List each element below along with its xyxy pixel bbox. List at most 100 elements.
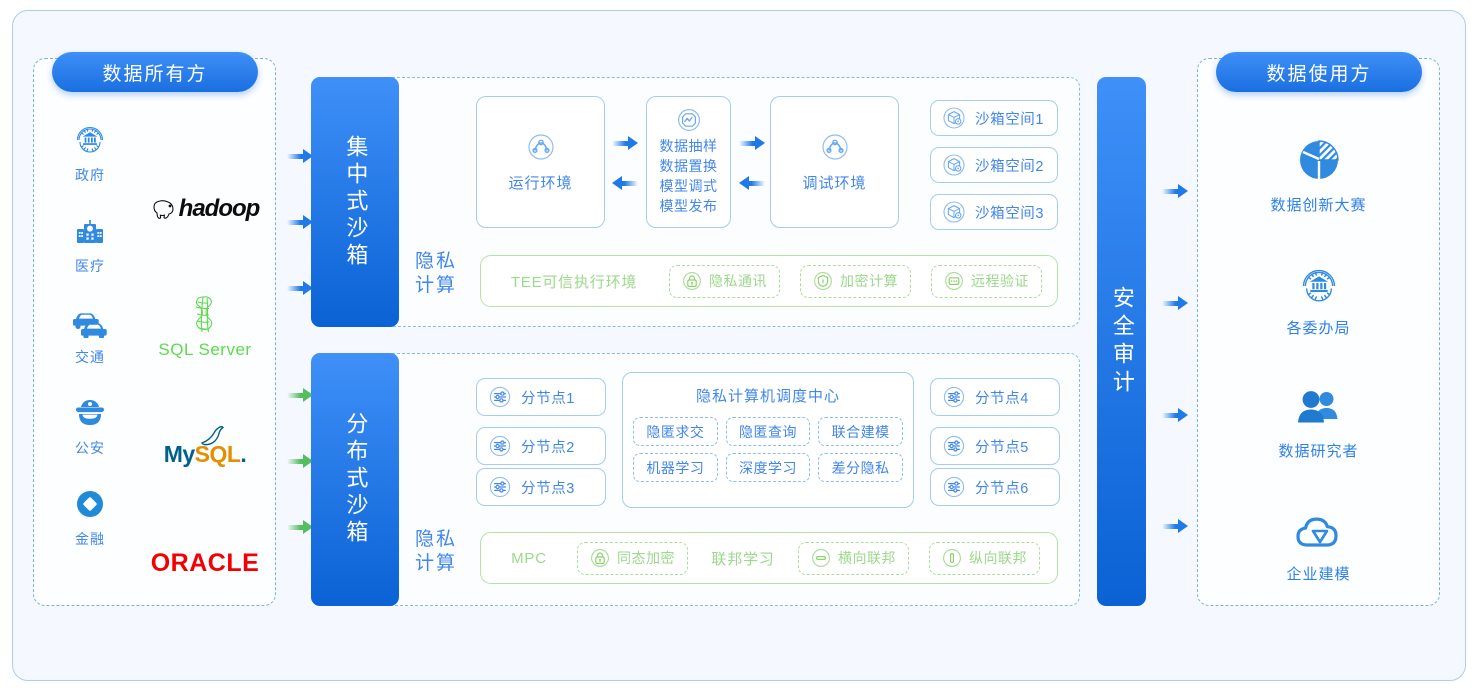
node-label: 分节点2 <box>521 439 575 456</box>
sqlserver-logo: SQL Server <box>145 268 265 386</box>
arrow-owner-to-central-1 <box>287 149 313 163</box>
lock-icon <box>682 271 702 291</box>
capability-cell[interactable]: 隐匿查询 <box>725 417 811 446</box>
government-icon <box>73 120 107 160</box>
data-source-label: 政府 <box>75 167 105 183</box>
data-user-label: 企业建模 <box>1286 566 1351 583</box>
data-user-title: 数据使用方 <box>1216 52 1422 92</box>
centralized-sandbox-label: 集中式沙箱 <box>343 134 369 270</box>
security-audit-bar[interactable]: 安全审计 <box>1097 77 1146 606</box>
privacy-chip-vertical-federation[interactable]: 纵向联邦 <box>929 541 1040 575</box>
scheduling-capabilities: 隐匿求交 隐匿查询 联合建模 机器学习 深度学习 差分隐私 <box>623 417 913 482</box>
ops-line-1: 数据抽样 <box>659 138 718 155</box>
capability-cell[interactable]: 机器学习 <box>633 453 718 482</box>
data-source-list: 政府 <box>55 120 125 575</box>
government-icon <box>1298 251 1340 307</box>
data-user-label: 数据创新大赛 <box>1270 197 1367 214</box>
distributed-node-3[interactable]: 分节点3 <box>476 468 606 506</box>
distributed-sandbox-label: 分布式沙箱 <box>343 412 369 547</box>
ops-line-2: 数据置换 <box>659 158 718 175</box>
data-user-researchers[interactable]: 数据研究者 <box>1197 356 1440 479</box>
data-source-traffic[interactable]: 交通 <box>55 302 125 393</box>
data-source-medical[interactable]: 医疗 <box>55 211 125 302</box>
cube-gear-icon <box>942 106 966 130</box>
data-user-government-bureaus[interactable]: 各委办局 <box>1197 233 1440 356</box>
arrow-audit-to-user-4 <box>1162 519 1188 533</box>
hadoop-text: hadoop <box>178 195 261 222</box>
data-source-label: 公安 <box>75 440 105 456</box>
oracle-logo: ORACLE <box>145 504 265 622</box>
sliders-icon <box>942 475 966 499</box>
node-label: 分节点6 <box>975 480 1029 497</box>
capability-cell[interactable]: 差分隐私 <box>818 453 903 482</box>
distributed-sandbox-bar[interactable]: 分布式沙箱 <box>311 353 399 606</box>
data-source-police[interactable]: 公安 <box>55 393 125 484</box>
privacy-chip-homomorphic[interactable]: 同态加密 <box>577 541 688 575</box>
sliders-icon <box>942 385 966 409</box>
node-label: 分节点3 <box>521 480 575 497</box>
horizontal-bar-icon <box>811 548 831 568</box>
data-operations-box[interactable]: 数据抽样 数据置换 模型调式 模型发布 <box>646 96 731 228</box>
data-owner-title: 数据所有方 <box>52 52 258 92</box>
privacy-chip-secure-comm[interactable]: 隐私通讯 <box>669 264 780 298</box>
arrow-owner-to-central-2 <box>287 215 313 229</box>
sliders-icon <box>942 434 966 458</box>
capability-cell[interactable]: 隐匿求交 <box>633 417 718 446</box>
capability-cell[interactable]: 联合建模 <box>818 417 903 446</box>
privacy-computing-bar-distributed: MPC 同态加密 联邦学习 横向联邦 <box>480 532 1058 584</box>
arrow-ops-to-run <box>612 176 638 190</box>
data-source-government[interactable]: 政府 <box>55 120 125 211</box>
privacy-chip-remote-attestation[interactable]: 远程验证 <box>931 264 1042 298</box>
debug-environment-box[interactable]: 调试环境 <box>770 96 899 228</box>
arrow-audit-to-user-3 <box>1162 408 1188 422</box>
arrow-debug-to-ops <box>739 176 765 190</box>
cube-gear-icon <box>942 153 966 177</box>
ops-line-4: 模型发布 <box>659 197 718 214</box>
arrow-owner-to-distributed-2 <box>287 454 313 468</box>
scheduling-center-box: 隐私计算机调度中心 隐匿求交 隐匿查询 联合建模 机器学习 深度学习 差分隐私 <box>622 372 914 508</box>
privacy-computing-label-central: 隐私 计算 <box>408 250 464 299</box>
distributed-node-5[interactable]: 分节点5 <box>930 427 1060 465</box>
data-source-label: 医疗 <box>75 258 105 274</box>
node-label: 分节点5 <box>975 439 1029 456</box>
distributed-node-2[interactable]: 分节点2 <box>476 427 606 465</box>
distributed-node-6[interactable]: 分节点6 <box>930 468 1060 506</box>
privacy-chip-label: 隐私通讯 <box>709 273 767 289</box>
run-environment-label: 运行环境 <box>508 174 573 192</box>
sandbox-space-label: 沙箱空间2 <box>975 158 1045 175</box>
data-owner-panel <box>33 58 276 606</box>
security-audit-label: 安全审计 <box>1109 285 1135 398</box>
sandbox-space-3[interactable]: 沙箱空间3 <box>930 194 1058 230</box>
privacy-chip-horizontal-federation[interactable]: 横向联邦 <box>798 541 909 575</box>
message-icon <box>944 271 964 291</box>
privacy-label-line-1: 隐私 <box>414 529 457 550</box>
data-user-innovation-contest[interactable]: 数据创新大赛 <box>1197 110 1440 233</box>
data-source-finance[interactable]: 金融 <box>55 484 125 575</box>
scheduling-center-title: 隐私计算机调度中心 <box>695 388 840 405</box>
data-user-label: 数据研究者 <box>1278 443 1359 460</box>
sandbox-space-2[interactable]: 沙箱空间2 <box>930 147 1058 183</box>
sqlserver-text: SQL Server <box>158 340 252 359</box>
hadoop-logo: hadoop <box>145 150 265 268</box>
privacy-label-line-2: 计算 <box>414 275 457 297</box>
arrow-owner-to-distributed-3 <box>287 520 313 534</box>
capability-cell[interactable]: 深度学习 <box>725 453 811 482</box>
debug-icon <box>820 132 850 162</box>
run-environment-box[interactable]: 运行环境 <box>476 96 605 228</box>
privacy-chip-label: 加密计算 <box>840 273 898 289</box>
data-user-list: 数据创新大赛 <box>1197 110 1440 602</box>
vertical-bar-icon <box>942 548 962 568</box>
privacy-chip-encrypted-compute[interactable]: 加密计算 <box>800 264 911 298</box>
arrow-owner-to-distributed-1 <box>287 388 313 402</box>
centralized-sandbox-bar[interactable]: 集中式沙箱 <box>311 77 399 327</box>
data-user-enterprise-modeling[interactable]: 企业建模 <box>1197 479 1440 602</box>
arrow-run-to-ops <box>612 136 638 150</box>
distributed-node-4[interactable]: 分节点4 <box>930 378 1060 416</box>
sandbox-space-1[interactable]: 沙箱空间1 <box>930 100 1058 136</box>
pipeline-icon <box>676 107 702 133</box>
privacy-label-line-2: 计算 <box>414 553 457 575</box>
pie-chart-icon <box>1295 128 1343 184</box>
distributed-node-1[interactable]: 分节点1 <box>476 378 606 416</box>
privacy-label-line-1: 隐私 <box>414 251 457 272</box>
